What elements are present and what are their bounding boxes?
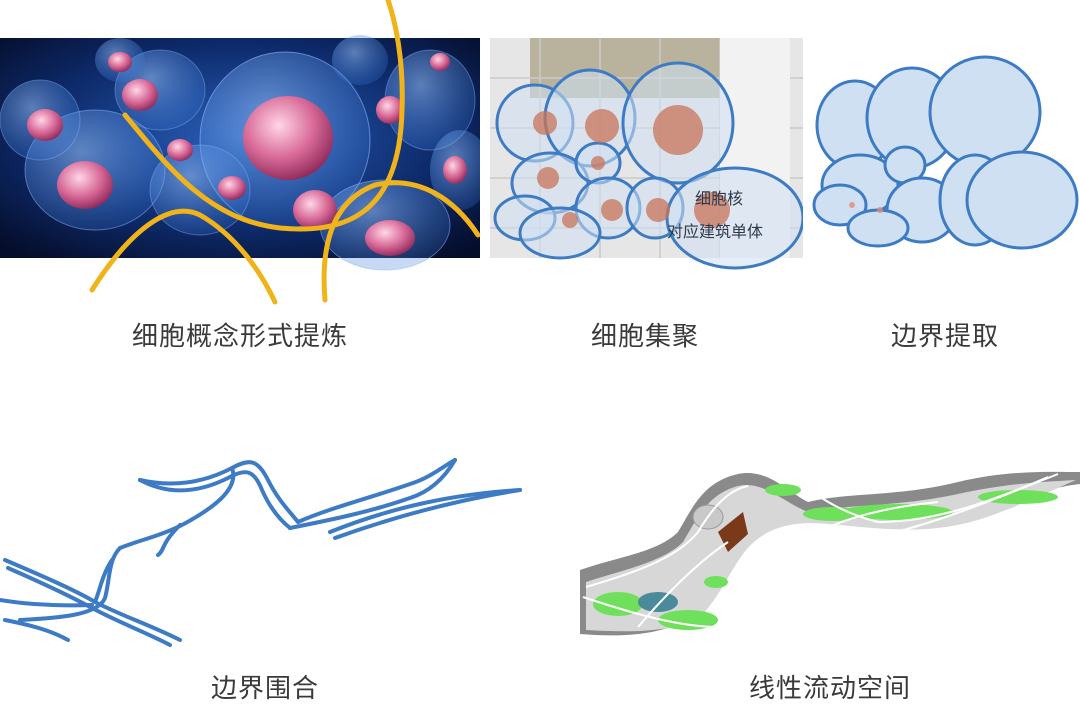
cell-cluster-diagram: 细胞核 对应建筑单体 [490, 38, 803, 270]
cell-concept-image [0, 0, 480, 310]
green-spaces [593, 484, 1058, 630]
nuclei-group [27, 52, 467, 256]
linear-flow-diagram [578, 462, 1080, 642]
caption-cell-concept: 细胞概念形式提炼 [131, 322, 348, 352]
road-lines [582, 471, 1059, 628]
abstraction-lines [89, 0, 480, 305]
boundary-enclose-diagram [0, 450, 530, 650]
caption-linear-flow: 线性流动空间 [748, 674, 911, 704]
nucleus-note: 细胞核 [695, 189, 743, 208]
boundary-extract-diagram [810, 50, 1080, 260]
cell-nuclei [533, 105, 730, 228]
water-feature [638, 592, 678, 612]
caption-boundary-extract: 边界提取 [890, 322, 999, 352]
caption-cell-cluster: 细胞集聚 [590, 322, 699, 352]
cell-outlines [493, 61, 803, 270]
caption-boundary-enclose: 边界围合 [210, 674, 319, 704]
building-mass [718, 512, 748, 552]
building-note: 对应建筑单体 [667, 222, 763, 241]
